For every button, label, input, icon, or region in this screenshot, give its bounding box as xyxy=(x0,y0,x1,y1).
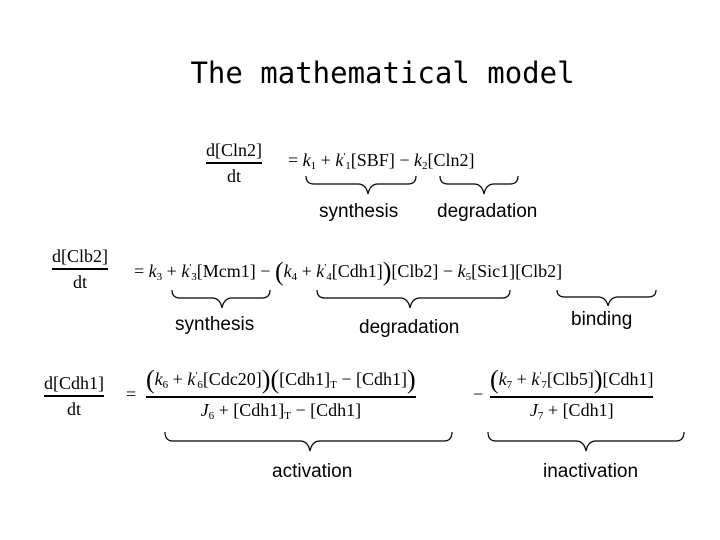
cln2-synthesis-brace xyxy=(305,175,417,195)
cdh1-activation-brace xyxy=(164,431,453,452)
page-title: The mathematical model xyxy=(190,56,575,90)
clb2-lhs-fraction: d[Clb2] dt xyxy=(52,247,108,291)
clb2-lhs-denominator: dt xyxy=(72,271,87,292)
clb2-degradation-brace xyxy=(316,289,511,309)
cln2-degradation-label: degradation xyxy=(437,201,538,222)
clb2-lhs-numerator: d[Clb2] xyxy=(52,246,108,266)
cdh1-lhs-numerator: d[Cdh1] xyxy=(44,373,104,393)
clb2-binding-brace xyxy=(556,289,657,307)
cln2-synthesis-label: synthesis xyxy=(319,201,399,222)
cdh1-minus: − xyxy=(473,384,484,404)
clb2-synthesis-label: synthesis xyxy=(175,314,255,335)
cdh1-inactivation-fraction: (k7 + k'7[Clb5])[Cdh1] J7 + [Cdh1] xyxy=(490,365,654,422)
cdh1-inactivation-label: inactivation xyxy=(543,461,639,482)
cdh1-lhs-fraction: d[Cdh1] dt xyxy=(44,374,104,418)
cln2-lhs-denominator: dt xyxy=(226,165,241,186)
clb2-rhs: = k3 + k'3[Mcm1] − (k4 + k'4[Cdh1])[Clb2… xyxy=(134,257,563,286)
cdh1-equals: = xyxy=(126,384,137,404)
clb2-binding-label: binding xyxy=(571,309,633,330)
clb2-degradation-label: degradation xyxy=(359,317,460,338)
cdh1-activation-fraction: (k6 + k'6[Cdc20])([Cdh1]T − [Cdh1]) J6 +… xyxy=(146,365,416,422)
cdh1-activation-label: activation xyxy=(272,461,353,482)
cln2-lhs-numerator: d[Cln2] xyxy=(206,140,262,160)
cln2-rhs: = k1 + k'1[SBF] − k2[Cln2] xyxy=(288,150,475,172)
cln2-degradation-brace xyxy=(439,175,519,195)
clb2-synthesis-brace xyxy=(171,289,271,309)
cdh1-lhs-denominator: dt xyxy=(66,398,81,419)
cln2-lhs-fraction: d[Cln2] dt xyxy=(206,141,262,185)
cdh1-inactivation-brace xyxy=(487,431,685,452)
